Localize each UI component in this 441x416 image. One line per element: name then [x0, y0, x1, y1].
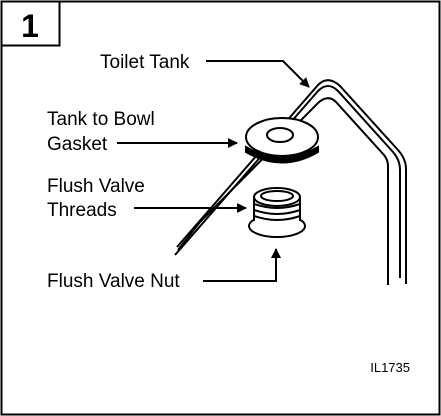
label-gasket-line1: Tank to Bowl	[47, 109, 155, 130]
label-threads-line1: Flush Valve	[47, 176, 145, 197]
tank-to-bowl-gasket	[245, 117, 319, 164]
label-gasket-line2: Gasket	[47, 134, 108, 155]
label-toilet-tank: Toilet Tank	[100, 52, 190, 73]
toilet-tank-illustration	[174, 79, 407, 285]
label-flush-valve-nut: Flush Valve Nut	[47, 271, 180, 292]
flush-valve-threads	[248, 187, 306, 238]
illustration-id: IL1735	[370, 360, 410, 375]
step-number-box: 1	[0, 0, 61, 47]
step-number: 1	[21, 8, 39, 44]
arrow-toilet-tank	[206, 60, 310, 88]
label-threads-line2: Threads	[47, 200, 117, 221]
arrow-flush-valve-nut	[203, 248, 281, 282]
